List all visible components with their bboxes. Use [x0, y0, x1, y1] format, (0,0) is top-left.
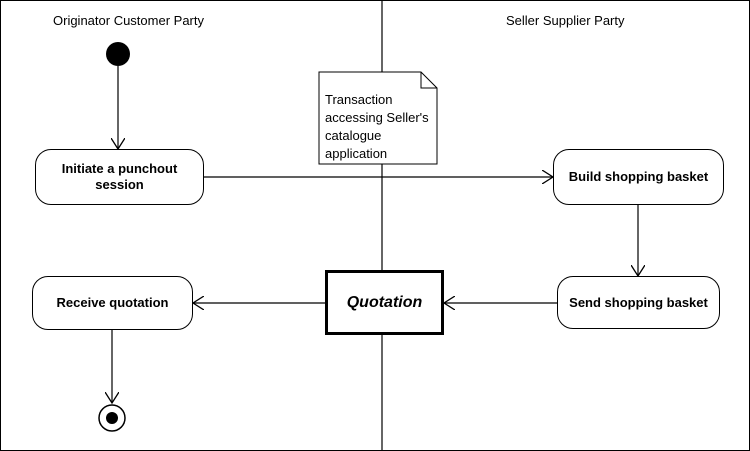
- object-node-quotation: Quotation: [325, 270, 444, 335]
- lane-title-supplier: Seller Supplier Party: [506, 13, 625, 28]
- note-line: catalogue: [325, 128, 382, 143]
- lane-title-customer: Originator Customer Party: [53, 13, 204, 28]
- note-line: application: [325, 146, 388, 161]
- note-line: accessing Seller's: [325, 110, 429, 125]
- note-line: Transaction: [325, 92, 393, 107]
- action-build-basket: Build shopping basket: [553, 149, 724, 205]
- action-receive-quotation: Receive quotation: [32, 276, 193, 330]
- action-send-basket: Send shopping basket: [557, 276, 720, 329]
- action-initiate-punchout: Initiate a punchout session: [35, 149, 204, 205]
- initial-node: [106, 42, 130, 66]
- note-shape: [318, 71, 438, 165]
- final-node-inner: [106, 412, 118, 424]
- note-fold: [420, 72, 437, 89]
- note-text: Transaction accessing Seller's catalogue…: [325, 91, 429, 163]
